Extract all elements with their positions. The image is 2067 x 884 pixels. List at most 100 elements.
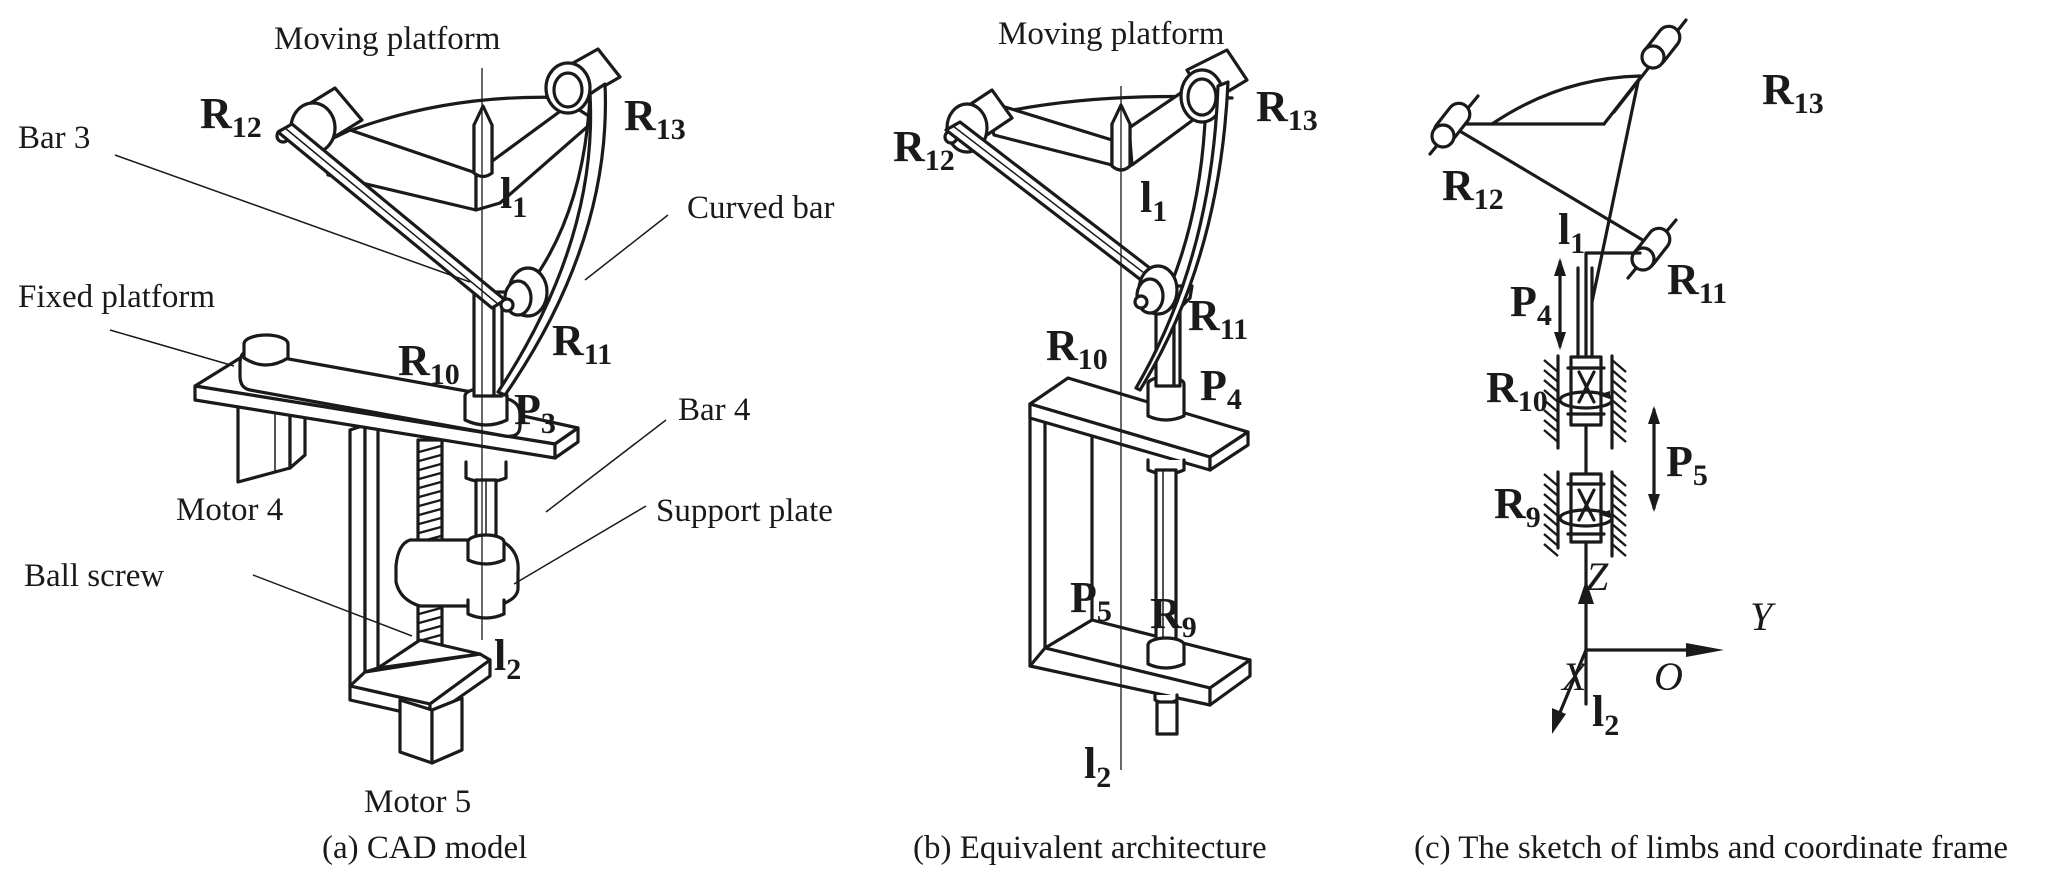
label-moving-platform-b: Moving platform — [998, 16, 1225, 52]
hatch-mark — [1543, 503, 1559, 517]
panel-b-equivalent-architecture: Moving platform R12 R13 l1 R11 R10 P4 P5… — [893, 16, 1318, 866]
symbol-r11-b: R11 — [1188, 291, 1248, 346]
caption-b: (b) Equivalent architecture — [913, 830, 1267, 866]
panel-c-sketch: R13 R12 l1 R11 P4 R10 P5 R9 l2 Z Y X O (… — [1414, 18, 2008, 866]
label-bar-3: Bar 3 — [18, 120, 90, 156]
symbol-l1-c: l1 — [1558, 205, 1585, 260]
screw-thread — [418, 480, 442, 490]
symbol-r13-b: R13 — [1256, 82, 1318, 137]
joint-r11-b — [1133, 264, 1179, 316]
hatch-mark — [1611, 379, 1627, 393]
screw-thread — [418, 462, 442, 472]
label-fixed-platform: Fixed platform — [18, 279, 215, 315]
hatch-mark — [1611, 419, 1627, 433]
hatch-mark — [1611, 399, 1627, 413]
arrow-p5 — [1648, 406, 1660, 512]
symbol-p3-a: P3 — [514, 385, 556, 440]
hatch-mark — [1611, 389, 1627, 403]
screw-thread — [418, 516, 442, 526]
joint-r12-c — [1428, 94, 1480, 156]
hatch-mark — [1543, 419, 1559, 433]
screw-thread — [418, 525, 442, 535]
timing-belt — [238, 333, 522, 438]
symbol-l2-b: l2 — [1084, 739, 1111, 794]
hatch-mark — [1543, 523, 1559, 537]
symbol-r11-a: R11 — [552, 316, 612, 371]
symbol-r12-b: R12 — [893, 122, 955, 177]
hatch-mark — [1611, 473, 1627, 487]
caption-a: (a) CAD model — [322, 830, 527, 866]
hatch-mark — [1543, 389, 1559, 403]
symbol-r12-c: R12 — [1442, 161, 1504, 216]
arrow-p4 — [1554, 258, 1566, 350]
hatch-mark — [1611, 513, 1627, 527]
hatch-mark — [1543, 369, 1559, 383]
label-ball-screw: Ball screw — [24, 558, 164, 594]
axis-label-origin: O — [1654, 654, 1683, 699]
hatch-mark — [1543, 379, 1559, 393]
hatch-mark — [1611, 543, 1627, 557]
screw-thread — [418, 444, 442, 454]
joint-r13-b — [1179, 48, 1249, 124]
screw-thread — [418, 453, 442, 463]
label-motor-4: Motor 4 — [176, 492, 283, 528]
symbol-l1-b: l1 — [1140, 173, 1167, 228]
hatch-mark — [1543, 429, 1559, 443]
symbol-r9-b: R9 — [1150, 589, 1197, 644]
hatch-mark — [1611, 523, 1627, 537]
curved-bar-b — [1134, 80, 1230, 392]
label-bar-4: Bar 4 — [678, 392, 750, 428]
support-plate — [394, 533, 520, 620]
symbol-r12-a: R12 — [200, 89, 262, 144]
label-support-plate: Support plate — [656, 493, 833, 529]
joint-r13-c — [1612, 18, 1688, 114]
hatch-mark — [1543, 533, 1559, 547]
hatch-mark — [1611, 483, 1627, 497]
screw-thread — [418, 624, 442, 634]
hatch-mark — [1543, 543, 1559, 557]
panel-a-cad-model: Moving platform Bar 3 Curved bar Fixed p… — [18, 21, 835, 866]
x-axis-arrow — [1552, 708, 1566, 734]
hatch-mark — [1611, 369, 1627, 383]
platform-arc — [1490, 74, 1642, 126]
joint-r11 — [499, 266, 549, 318]
hatch-mark — [1611, 503, 1627, 517]
hatch-mark — [1543, 493, 1559, 507]
bearing-r9 — [1543, 470, 1627, 558]
label-curved-bar: Curved bar — [687, 190, 835, 226]
symbol-l2-c: l2 — [1592, 687, 1619, 742]
motor-5 — [398, 696, 464, 765]
support-frame — [348, 418, 380, 694]
curved-bar — [496, 82, 608, 397]
symbol-l2-a: l2 — [494, 631, 521, 686]
axis-label-y: Y — [1750, 594, 1776, 639]
hatch-mark — [1543, 483, 1559, 497]
caption-c: (c) The sketch of limbs and coordinate f… — [1414, 830, 2008, 866]
moving-platform — [275, 47, 622, 212]
hatch-mark — [1543, 513, 1559, 527]
axis-label-z: Z — [1586, 554, 1609, 599]
hatch-mark — [1611, 359, 1627, 373]
bearing-r10 — [1543, 354, 1627, 450]
symbol-p5-c: P5 — [1666, 437, 1708, 492]
screw-thread — [418, 471, 442, 481]
hatch-mark — [1611, 533, 1627, 547]
joint-r13 — [544, 47, 622, 115]
hatch-mark — [1611, 429, 1627, 443]
bar-4 — [464, 460, 508, 544]
y-axis-arrow — [1686, 643, 1724, 657]
symbol-r10-a: R10 — [398, 336, 460, 391]
symbol-r13-a: R13 — [624, 91, 686, 146]
symbol-p4-b: P4 — [1200, 361, 1242, 416]
c-frame — [1028, 376, 1252, 707]
symbol-p4-c: P4 — [1510, 277, 1552, 332]
symbol-r11-c: R11 — [1667, 255, 1727, 310]
hatch-mark — [1543, 359, 1559, 373]
screw-thread — [418, 507, 442, 517]
hatch-mark — [1543, 409, 1559, 423]
z-axis-arrow — [1578, 580, 1594, 604]
joint-r9 — [1146, 636, 1186, 736]
hatch-mark — [1611, 493, 1627, 507]
symbol-p5-b: P5 — [1070, 573, 1112, 628]
